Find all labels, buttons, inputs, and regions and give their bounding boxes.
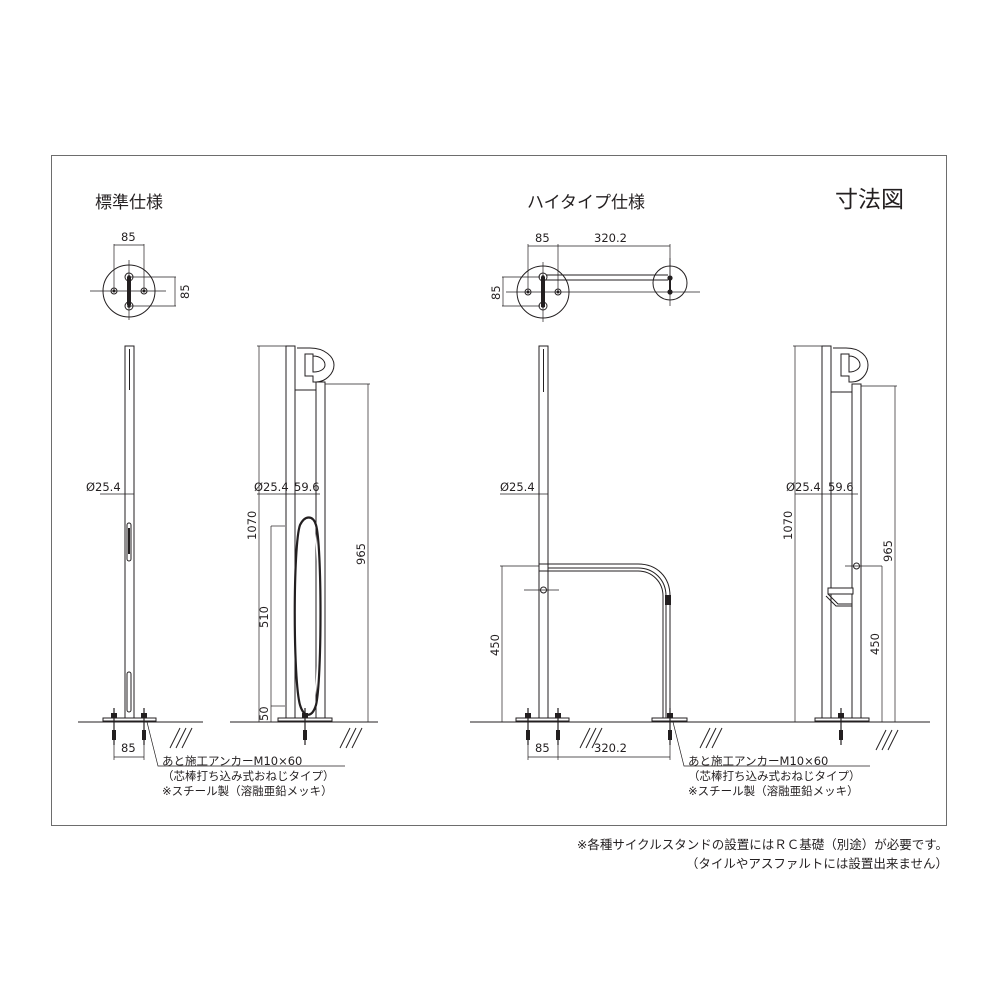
std-side-total-height: 1070 bbox=[245, 511, 259, 540]
footer-note-line2: （タイルやアスファルトには設置出来ません） bbox=[685, 856, 948, 871]
footer-note: ※各種サイクルスタンドの設置にはＲＣ基礎（別途）が必要です。 （タイルやアスファ… bbox=[577, 835, 948, 873]
high-type-anchor-note: あと施工アンカーM10×60 （芯棒打ち込み式おねじタイプ） ※スチール製（溶融… bbox=[688, 754, 861, 799]
std-side-offset: 59.6 bbox=[294, 480, 320, 494]
high-base-spacing: 85 bbox=[535, 741, 550, 755]
standard-side-view: 1070 965 510 50 Ø25.4 59.6 bbox=[230, 345, 378, 749]
high-side-diameter: Ø25.4 bbox=[786, 480, 821, 494]
high-side-arm-height: 450 bbox=[868, 633, 882, 655]
std-top-width-dim: 85 bbox=[121, 230, 136, 244]
std-base-spacing: 85 bbox=[121, 741, 136, 755]
anchor-note-line1: あと施工アンカーM10×60 bbox=[162, 754, 303, 768]
high-front-arm-height: 450 bbox=[488, 634, 502, 656]
std-side-loop-height: 510 bbox=[257, 606, 271, 628]
anchor-note-line1: あと施工アンカーM10×60 bbox=[688, 754, 829, 768]
high-type-front-view: Ø25.4 450 85 320.2 bbox=[470, 345, 930, 767]
std-front-diameter: Ø25.4 bbox=[86, 480, 121, 494]
high-side-total-height: 1070 bbox=[781, 511, 795, 540]
anchor-note-line3: ※スチール製（溶融亜鉛メッキ） bbox=[162, 784, 333, 798]
high-side-offset: 59.6 bbox=[828, 480, 854, 494]
drawing-title: 寸法図 bbox=[835, 187, 904, 213]
high-arm-spacing: 320.2 bbox=[594, 741, 627, 755]
high-side-rear-height: 965 bbox=[881, 540, 895, 562]
high-type-spec-title: ハイタイプ仕様 bbox=[527, 193, 645, 213]
standard-top-view: 85 85 bbox=[90, 230, 192, 320]
drawing-frame bbox=[51, 155, 947, 826]
high-top-depth-dim: 85 bbox=[489, 285, 503, 300]
std-side-diameter: Ø25.4 bbox=[254, 480, 289, 494]
high-top-arm-dim: 320.2 bbox=[594, 231, 627, 245]
standard-front-view: Ø25.4 85 bbox=[78, 345, 345, 767]
anchor-note-line2: （芯棒打ち込み式おねじタイプ） bbox=[162, 769, 335, 783]
std-side-rear-height: 965 bbox=[354, 543, 368, 565]
standard-spec-title: 標準仕様 bbox=[95, 193, 163, 213]
high-type-side-view: 1070 965 450 Ø25.4 59.6 bbox=[781, 345, 899, 751]
anchor-note-line3: ※スチール製（溶融亜鉛メッキ） bbox=[688, 784, 859, 798]
high-front-diameter: Ø25.4 bbox=[500, 480, 535, 494]
standard-anchor-note: あと施工アンカーM10×60 （芯棒打ち込み式おねじタイプ） ※スチール製（溶融… bbox=[162, 754, 335, 799]
high-type-top-view: 85 320.2 85 bbox=[489, 231, 700, 322]
footer-note-line1: ※各種サイクルスタンドの設置にはＲＣ基礎（別途）が必要です。 bbox=[576, 837, 948, 852]
std-side-loop-bottom: 50 bbox=[257, 706, 271, 721]
std-top-depth-dim: 85 bbox=[178, 284, 192, 299]
anchor-note-line2: （芯棒打ち込み式おねじタイプ） bbox=[688, 769, 861, 783]
high-top-width-dim: 85 bbox=[535, 231, 550, 245]
